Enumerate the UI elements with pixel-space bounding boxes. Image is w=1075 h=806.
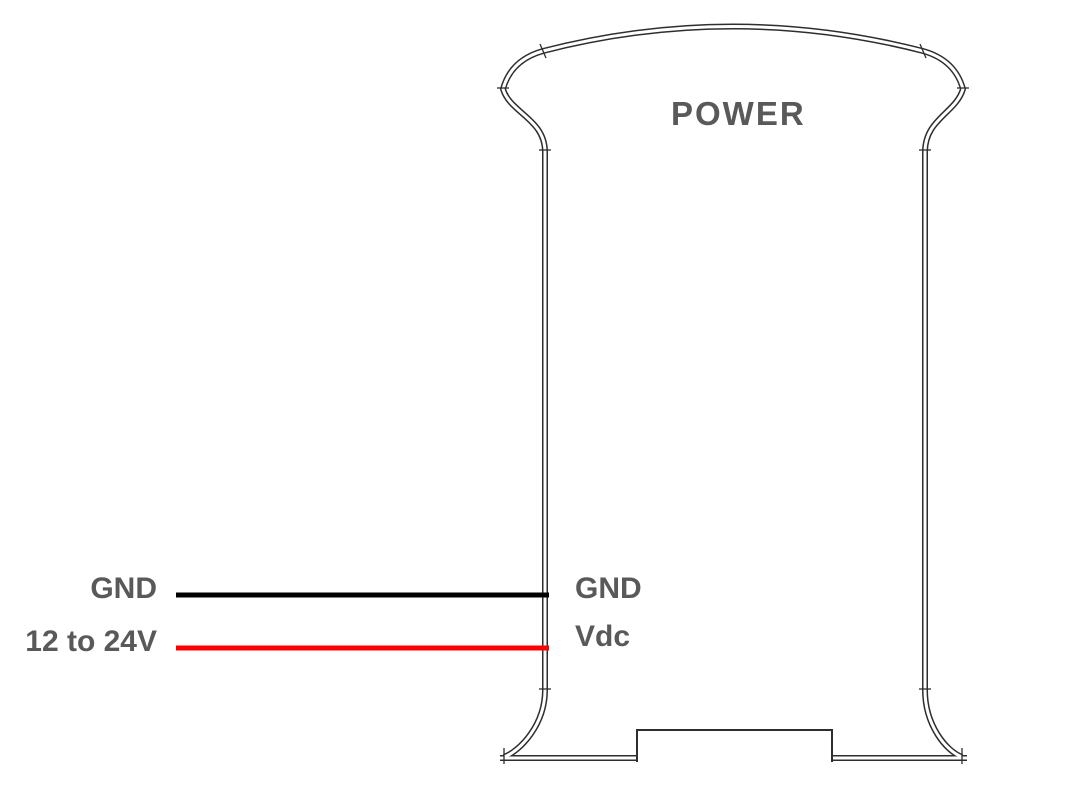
device-outline xyxy=(500,23,967,762)
wire-label-12to24v: 12 to 24V xyxy=(25,625,157,658)
base-notch xyxy=(636,729,833,762)
segment-ticks xyxy=(497,43,969,764)
wire-label-gnd: GND xyxy=(90,572,157,605)
pin-label-vdc: Vdc xyxy=(575,620,631,653)
device-power-label: POWER xyxy=(671,95,806,132)
pin-label-gnd: GND xyxy=(575,572,642,605)
